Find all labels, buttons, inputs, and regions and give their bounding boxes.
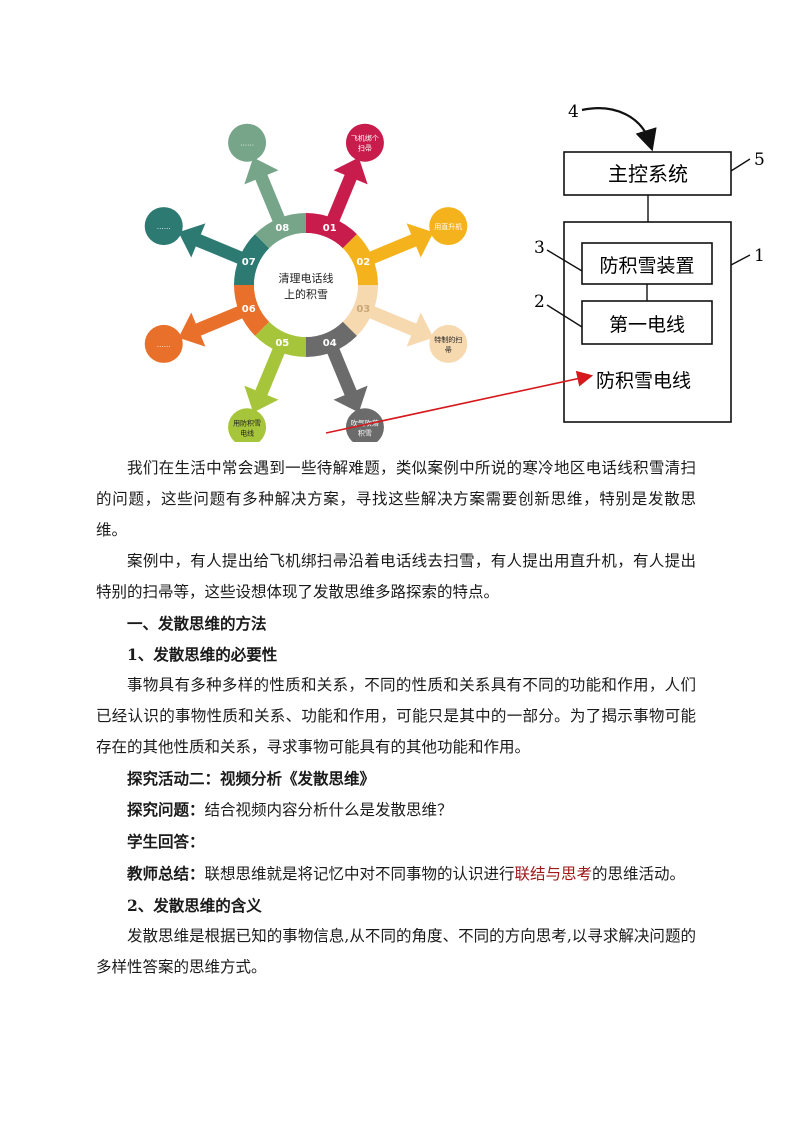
segment-number-01: 01 (323, 223, 337, 234)
paragraph-3: 事物具有多种多样的性质和关系，不同的性质和关系具有不同的功能和作用，人们已经认识… (96, 676, 696, 756)
label-3: 3 (534, 238, 545, 258)
anti-snow-device-box (581, 242, 713, 285)
segment-number-07: 07 (242, 257, 256, 268)
box-diagram: 4 主控系统 5 1 防积雪装置 3 第一电线 2 防积雪电线 (534, 102, 765, 423)
branch-arrowhead-03 (406, 312, 434, 347)
branch-node-08 (228, 123, 267, 162)
summary-text-b: 的思维活动。 (592, 865, 686, 883)
ring-segment-04 (306, 321, 357, 357)
first-wire-box (581, 300, 713, 345)
branch-arm-05 (253, 347, 286, 401)
answer-line: 学生回答： (96, 826, 696, 858)
branch-node-05 (228, 408, 267, 442)
branch-node-02 (429, 207, 468, 246)
branch-arrowhead-07 (178, 223, 206, 258)
curved-arrow-4 (581, 107, 657, 152)
summary-text-a: 联想思维就是将记忆中对不同事物的认识进行 (204, 865, 515, 883)
branch-node-03 (429, 324, 468, 363)
segment-number-05: 05 (275, 338, 289, 349)
leader-3 (546, 249, 583, 272)
question-label: 探究问题： (127, 800, 205, 819)
branch-arm-02 (368, 232, 422, 265)
subheading-1-2: 2、发散思维的含义 (127, 896, 262, 915)
ring-segment-01 (306, 213, 357, 249)
label-1: 1 (754, 246, 765, 266)
anti-snow-device-label: 防积雪装置 (599, 255, 694, 277)
ring-segment-02 (342, 234, 378, 285)
leader-1 (730, 254, 751, 266)
main-control-box (563, 151, 732, 196)
ring-segment-06 (234, 285, 270, 336)
branch-arrowhead-02 (406, 223, 434, 258)
section-heading-1: 一、发散思维的方法 (127, 614, 267, 633)
branch-arrowhead-05 (244, 385, 279, 413)
branch-arm-03 (368, 305, 422, 338)
ring-segment-03 (342, 285, 378, 336)
answer-label: 学生回答： (127, 832, 205, 851)
branch-arm-06 (190, 305, 244, 338)
branch-label-02-1: 用直升机 (434, 222, 462, 231)
branch-arrowhead-01 (333, 157, 368, 185)
segment-number-02: 02 (356, 257, 370, 268)
summary-line: 教师总结：联想思维就是将记忆中对不同事物的认识进行联结与思考的思维活动。 (96, 858, 696, 890)
hub-label-line2: 上的积雪 (284, 287, 328, 301)
segment-number-03: 03 (356, 304, 370, 315)
branch-label-01-2: 扫帚 (358, 144, 372, 153)
branch-node-07 (144, 207, 183, 246)
summary-highlight: 联结与思考 (514, 865, 593, 883)
hub-circle (254, 233, 358, 337)
branch-label-07-1: …… (157, 223, 171, 231)
summary-label: 教师总结： (127, 864, 205, 883)
paragraph-1: 我们在生活中常会遇到一些待解难题，类似案例中所说的寒冷地区电话线积雪清扫的问题，… (96, 459, 696, 539)
branch-label-01-1: 飞机绑个 (351, 134, 379, 143)
body-text: 我们在生活中常会遇到一些待解难题，类似案例中所说的寒冷地区电话线积雪清扫的问题，… (96, 453, 696, 983)
ring-segment-08 (255, 213, 306, 249)
branch-label-03-1: 特制的扫 (434, 335, 462, 344)
branch-label-04-2: 积雪 (358, 428, 372, 437)
branch-arrowhead-08 (244, 157, 279, 185)
anti-snow-wire-label: 防积雪电线 (596, 370, 691, 392)
label-4: 4 (568, 102, 579, 122)
ring-segment-07 (234, 234, 270, 285)
branch-arm-07 (190, 232, 244, 265)
segment-number-06: 06 (242, 304, 256, 315)
branch-label-05-2: 电线 (240, 428, 254, 437)
branch-arm-08 (253, 169, 286, 223)
segment-number-04: 04 (323, 338, 337, 349)
branch-label-03-2: 帚 (445, 346, 452, 354)
first-wire-label: 第一电线 (609, 314, 685, 336)
branch-label-04-1: 吹气吹落 (351, 418, 379, 427)
question-line: 探究问题：结合视频内容分析什么是发散思维？ (96, 794, 696, 826)
segment-number-08: 08 (275, 223, 289, 234)
branch-node-06 (144, 324, 183, 363)
leader-2 (546, 304, 583, 328)
label-5: 5 (754, 150, 765, 170)
branch-arm-04 (326, 347, 359, 401)
question-text: 结合视频内容分析什么是发散思维？ (204, 801, 453, 819)
paragraph-4: 发散思维是根据已知的事物信息,从不同的角度、不同的方向思考,以寻求解决问题的多样… (96, 927, 696, 976)
branch-label-06-1: …… (157, 341, 171, 349)
subheading-1-1: 1、发散思维的必要性 (127, 645, 278, 664)
branch-label-08-1: …… (240, 140, 254, 148)
leader-5 (730, 158, 751, 172)
branch-node-01 (345, 123, 384, 162)
hub-label-line1: 清理电话线 (279, 271, 334, 285)
branch-label-05-1: 用防积雪 (233, 418, 261, 427)
label-2: 2 (534, 292, 545, 312)
ring-segment-05 (255, 321, 306, 357)
activity-heading: 探究活动二：视频分析《发散思维》 (127, 769, 376, 788)
branch-arrowhead-06 (178, 312, 206, 347)
main-control-label: 主控系统 (608, 162, 688, 186)
paragraph-2: 案例中，有人提出给飞机绑扫帚沿着电话线去扫雪，有人提出用直升机，有人提出特别的扫… (96, 552, 696, 601)
branch-arm-01 (326, 169, 359, 223)
